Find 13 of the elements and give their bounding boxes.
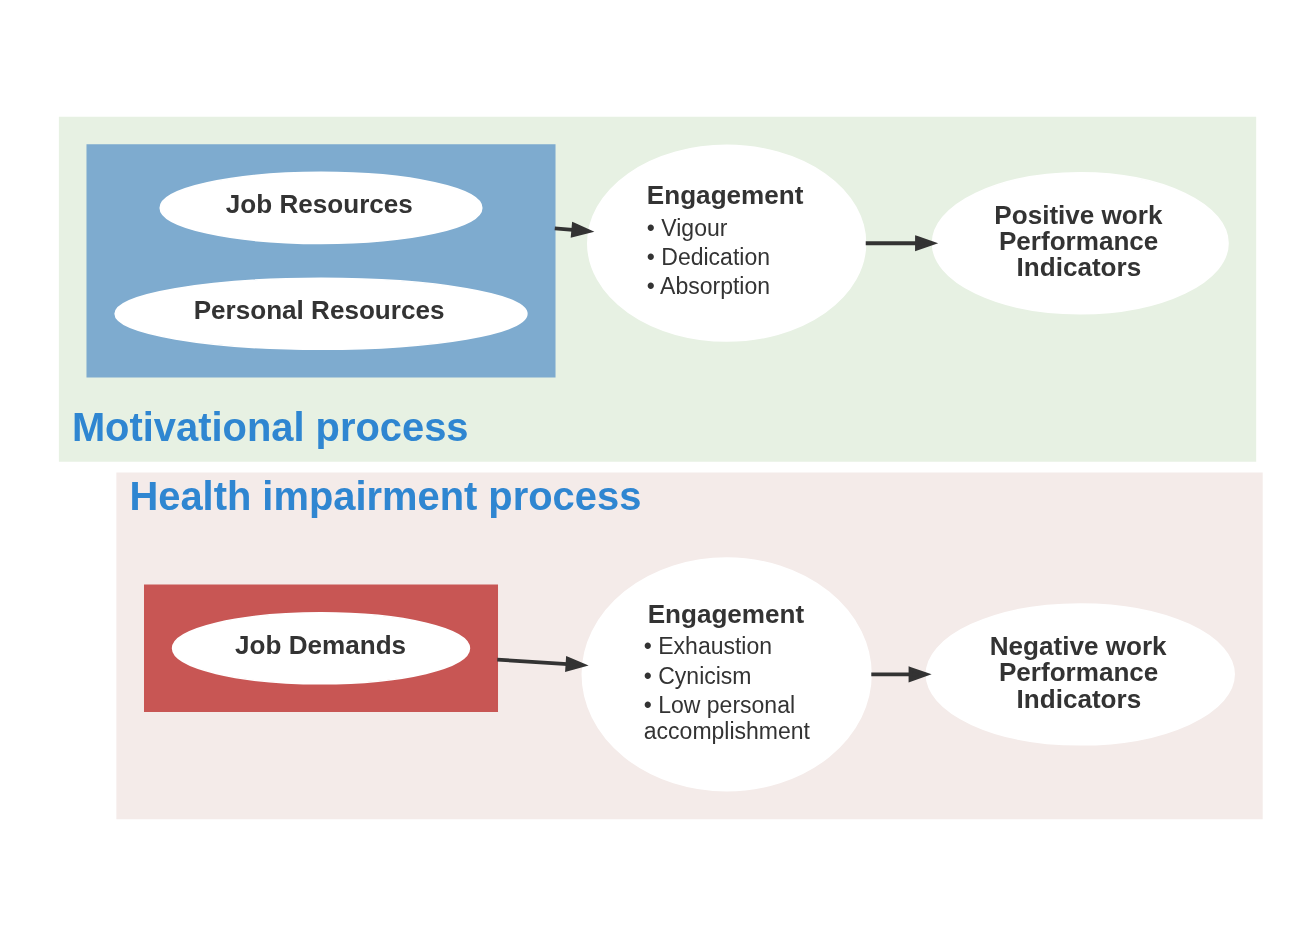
node-ellipse: Engagement • Exhaustion • Cynicism • Low personal accomplishment	[581, 556, 872, 791]
node-ellipse: Job Resources	[159, 171, 483, 244]
node-ellipse: Job Demands	[171, 611, 471, 685]
node-ellipse: Personal Resources	[114, 277, 528, 350]
node-ellipse: Positive work Performance Indicators	[931, 171, 1229, 314]
cluster	[144, 584, 498, 712]
arrow	[554, 221, 595, 238]
node-ellipse: Negative work Performance Indicators	[925, 602, 1235, 746]
arrow	[497, 655, 589, 672]
arrow	[871, 665, 932, 682]
node-ellipse: Engagement • Vigour • Dedication • Absorption	[587, 144, 867, 342]
cluster	[86, 143, 556, 377]
arrow	[865, 234, 939, 251]
